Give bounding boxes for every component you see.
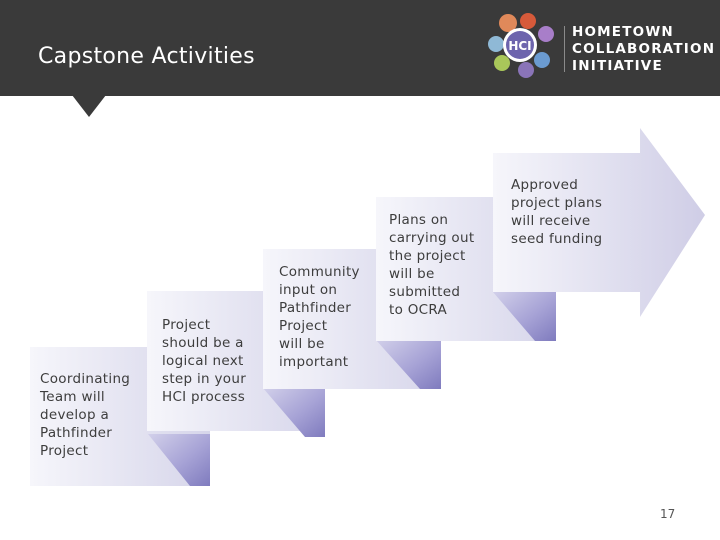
slide-header: Capstone Activities HCI HOMETOWN COLLABO… [0,0,720,96]
step-5-line: project plans [511,195,603,211]
step-5-line: will receive [511,213,591,229]
step-3-line: will be [279,336,325,352]
step-4-line: submitted [389,284,461,300]
logo-divider [564,26,565,72]
step-4-line: Plans on [389,212,449,228]
step-2-line: step in your [162,371,247,387]
step-3-line: important [279,354,349,370]
step-3-line: Community [279,264,360,280]
step-2-fold [263,388,325,437]
step-3-line: input on [279,282,338,298]
step-3-fold [376,340,441,389]
step-3-text: Community input on Pathfinder Project wi… [279,263,360,371]
step-5-line: Approved [511,177,579,193]
step-2-line: Project [162,317,211,333]
logo-line-2: COLLABORATION [572,41,716,57]
slide-title: Capstone Activities [38,44,255,69]
header-notch [72,95,106,117]
step-1-line: Pathfinder [40,425,113,441]
logo-text: HOMETOWN COLLABORATION INITIATIVE [572,24,715,75]
step-1-line: Project [40,443,89,459]
logo-line-1: HOMETOWN [572,24,674,40]
logo-line-3: INITIATIVE [572,58,663,74]
step-3-line: Pathfinder [279,300,352,316]
step-1-line: develop a [40,407,110,423]
step-4-line: the project [389,248,466,264]
step-2-text: Project should be a logical next step in… [162,316,246,406]
step-5-arrow [493,128,705,317]
step-4-line: to OCRA [389,302,448,318]
step-1-text: Coordinating Team will develop a Pathfin… [40,370,130,460]
page-number: 17 [660,507,676,521]
step-4-text: Plans on carrying out the project will b… [389,211,474,319]
step-2-line: should be a [162,335,244,351]
step-5-arrow-shape [493,128,705,317]
step-2-line: logical next [162,353,244,369]
step-4-fold [493,292,556,341]
hci-logo: HCI HOMETOWN COLLABORATION INITIATIVE [486,10,714,82]
step-4-line: will be [389,266,435,282]
step-1-line: Team will [40,389,105,405]
logo-mark-text: HCI [508,39,531,53]
step-1-line: Coordinating [40,371,131,387]
step-5-text: Approved project plans will receive seed… [511,176,602,248]
step-1-fold [148,434,210,486]
step-2-line: HCI process [162,389,246,405]
step-4-line: carrying out [389,230,475,246]
step-3-line: Project [279,318,328,334]
step-5-line: seed funding [511,231,603,247]
hci-logo-icon: HCI [488,13,554,78]
